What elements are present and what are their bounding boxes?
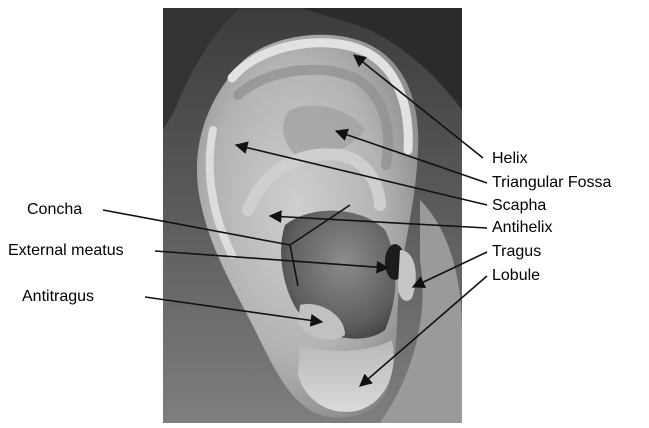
label-concha: Concha — [27, 201, 82, 219]
label-antihelix: Antihelix — [492, 219, 552, 237]
label-scapha: Scapha — [492, 197, 546, 215]
ear-photo — [163, 8, 462, 423]
label-antitragus: Antitragus — [22, 288, 94, 306]
label-triangular-fossa: Triangular Fossa — [492, 174, 611, 192]
label-external-meatus: External meatus — [8, 242, 124, 260]
label-helix: Helix — [492, 150, 528, 168]
label-lobule: Lobule — [492, 267, 540, 285]
label-tragus: Tragus — [492, 243, 541, 261]
